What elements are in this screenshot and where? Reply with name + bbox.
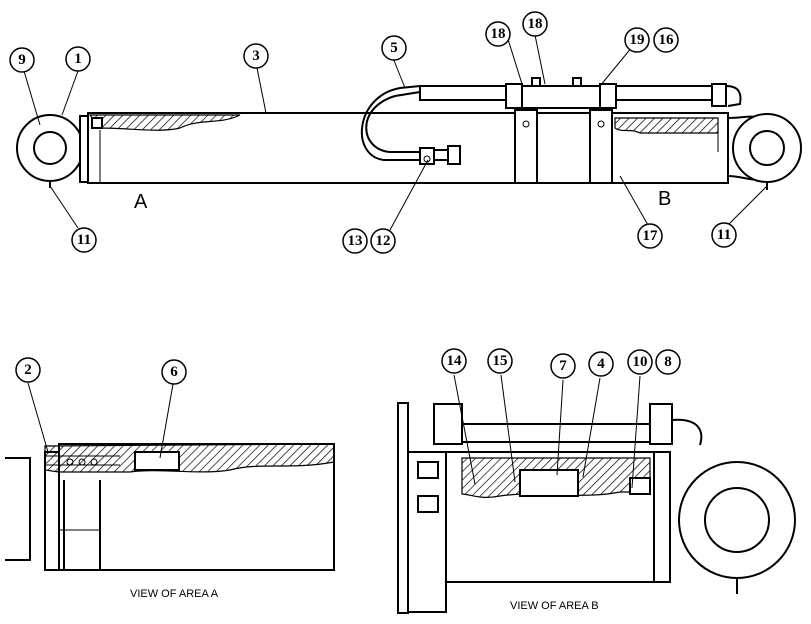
rod-eye-left — [16, 114, 84, 182]
area-a-label: A — [134, 191, 148, 213]
svg-text:2: 2 — [24, 362, 32, 378]
svg-text:11: 11 — [77, 232, 91, 248]
rod-eye-bore-left — [33, 131, 67, 165]
view-area-a: VIEW OF AREA A — [5, 443, 335, 600]
svg-text:16: 16 — [659, 32, 675, 48]
svg-text:19: 19 — [630, 32, 645, 48]
callout-16: 16 — [653, 27, 679, 53]
callout-11-left: 11 — [71, 227, 97, 253]
callout-2: 2 — [15, 357, 41, 383]
manifold-block — [521, 85, 601, 109]
callout-10: 10 — [627, 349, 653, 375]
cap-eye-right — [732, 113, 802, 183]
hose-line — [365, 91, 421, 153]
tube-assembly — [419, 85, 509, 101]
callout-14: 14 — [441, 348, 467, 374]
cylinder-assembly: A B — [16, 77, 802, 213]
caption-view-a: VIEW OF AREA A — [130, 588, 219, 600]
cap-eye-bore-right — [749, 130, 785, 166]
svg-text:15: 15 — [493, 353, 508, 369]
cutaway-head-right — [614, 117, 719, 134]
clamp-left — [514, 109, 538, 184]
svg-text:10: 10 — [633, 354, 648, 370]
callout-4: 4 — [588, 351, 614, 377]
svg-text:6: 6 — [170, 364, 178, 380]
callout-3: 3 — [243, 43, 269, 69]
svg-text:13: 13 — [348, 233, 363, 249]
svg-text:7: 7 — [559, 358, 567, 374]
svg-text:5: 5 — [390, 40, 398, 56]
caption-view-b: VIEW OF AREA B — [510, 600, 599, 612]
svg-text:1: 1 — [74, 51, 82, 67]
callout-19: 19 — [624, 27, 650, 53]
svg-text:18: 18 — [491, 26, 506, 42]
callout-13: 13 — [342, 228, 368, 254]
callout-9: 9 — [9, 47, 35, 73]
callout-8: 8 — [655, 349, 681, 375]
callout-17: 17 — [637, 223, 663, 249]
leader-lines-bottom — [27, 374, 641, 489]
callout-18a: 18 — [485, 21, 511, 47]
callout-7: 7 — [550, 353, 576, 379]
svg-text:18: 18 — [528, 16, 543, 32]
callout-12: 12 — [370, 228, 396, 254]
svg-text:12: 12 — [376, 233, 391, 249]
svg-text:17: 17 — [643, 228, 659, 244]
callout-5: 5 — [381, 35, 407, 61]
callout-11-right: 11 — [711, 222, 737, 248]
area-b-label: B — [658, 188, 671, 210]
svg-text:3: 3 — [252, 48, 260, 64]
callout-6: 6 — [161, 359, 187, 385]
svg-text:9: 9 — [18, 52, 26, 68]
svg-text:8: 8 — [664, 354, 672, 370]
clamp-right — [589, 109, 613, 184]
svg-text:14: 14 — [447, 353, 463, 369]
cutaway-head-left — [88, 114, 241, 131]
svg-text:11: 11 — [717, 227, 731, 243]
callout-18b: 18 — [522, 11, 548, 37]
callout-15: 15 — [487, 348, 513, 374]
view-area-b: VIEW OF AREA B — [397, 402, 796, 614]
svg-text:4: 4 — [597, 356, 605, 372]
callout-1: 1 — [65, 46, 91, 72]
